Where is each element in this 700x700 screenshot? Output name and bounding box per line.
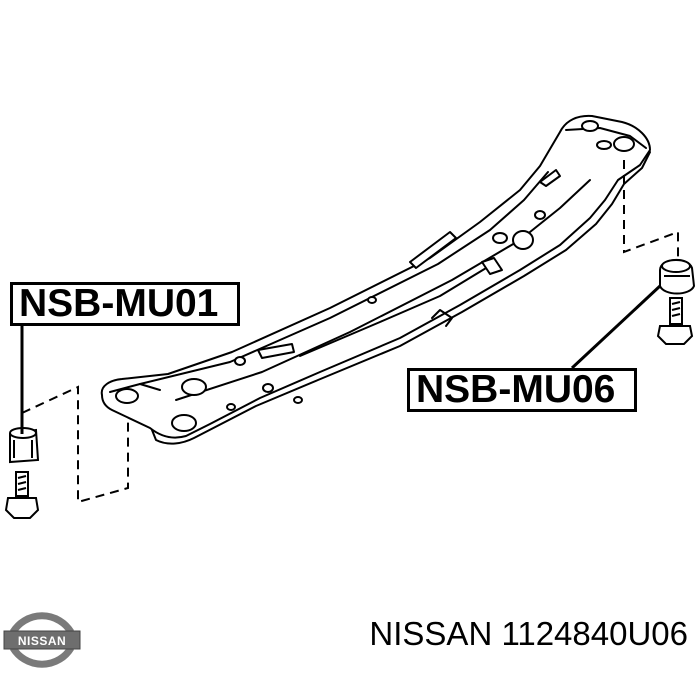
bracket (481, 257, 503, 275)
clip (431, 309, 453, 327)
hole-5 (226, 403, 236, 411)
hole-left-3 (171, 414, 197, 432)
nissan-logo-icon: NISSAN (3, 612, 81, 668)
hole-6 (234, 356, 246, 366)
slot-3 (539, 169, 561, 187)
leader-right (570, 284, 662, 370)
logo-ring-top (10, 612, 74, 634)
hole-7 (293, 396, 303, 404)
guide-right (623, 160, 679, 278)
hole-11 (534, 210, 546, 220)
bolt-right-icon (656, 297, 694, 345)
slot-1 (257, 343, 295, 359)
bushing-left-icon (9, 427, 40, 464)
logo-ring-bottom (10, 646, 74, 668)
hole-right-2 (581, 120, 599, 132)
mount-guides (21, 160, 679, 504)
hole-8 (367, 296, 377, 304)
bolt-left-icon (4, 471, 40, 519)
crossmember-mid-line (299, 261, 497, 357)
part-number-label: NISSAN 1124840U06 (369, 615, 688, 652)
mount-hole-right (613, 136, 635, 152)
logo-text: NISSAN (18, 634, 66, 648)
hole-left-2 (181, 378, 207, 396)
hole-4 (262, 383, 274, 393)
callout-nsb-mu01: NSB-MU01 (10, 282, 240, 326)
crossmember-drawing (100, 114, 651, 445)
logo-bar (3, 630, 81, 650)
crossmember-rib-lower (175, 179, 591, 401)
callout-nsb-mu06: NSB-MU06 (407, 368, 637, 412)
crossmember-left-pad (109, 383, 161, 393)
hole-10 (512, 230, 534, 250)
hole-9 (492, 232, 508, 244)
slot-2 (409, 231, 457, 269)
crossmember-flange (151, 151, 651, 445)
hole-right-3 (596, 140, 612, 150)
mount-hole-left (115, 388, 139, 404)
bushing-right-icon (659, 259, 696, 295)
crossmember-rib-upper (139, 171, 549, 385)
